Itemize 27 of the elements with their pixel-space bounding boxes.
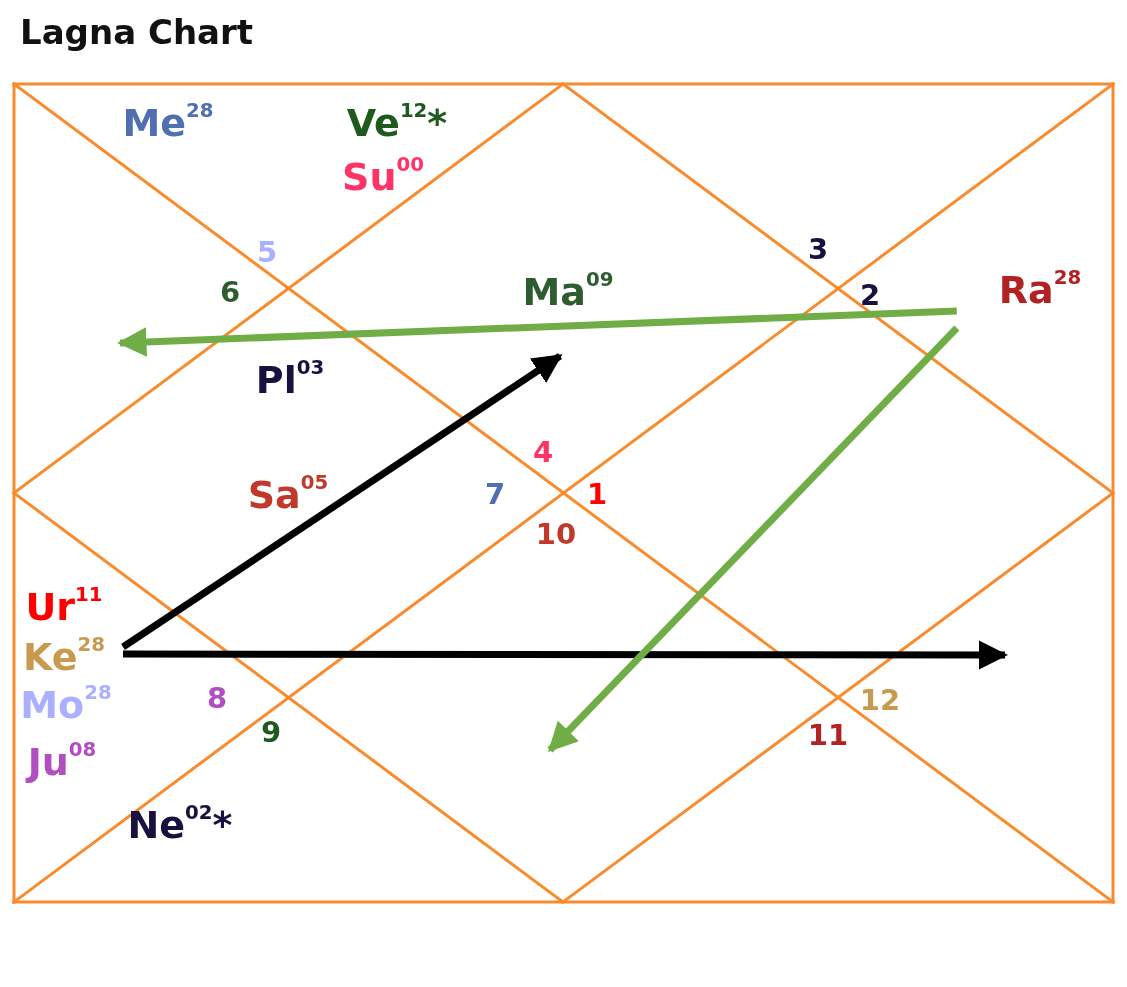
house-number: 6 bbox=[219, 277, 241, 307]
planet-label: Ju$^{08}$ bbox=[27, 743, 97, 781]
chart-title: Lagna Chart bbox=[20, 12, 254, 52]
house-number: 11 bbox=[807, 720, 849, 750]
planet-label: Ke$^{28}$ bbox=[23, 638, 105, 676]
house-number: 8 bbox=[206, 683, 228, 713]
house-number: 5 bbox=[256, 237, 278, 267]
planet-label: Ve$^{12}$* bbox=[346, 104, 448, 142]
house-number: 4 bbox=[532, 437, 554, 467]
planet-label: Me$^{28}$ bbox=[122, 104, 214, 142]
planet-label: Sa$^{05}$ bbox=[247, 476, 329, 514]
planet-label: Ur$^{11}$ bbox=[25, 588, 103, 626]
arrow bbox=[121, 353, 563, 650]
house-number: 1 bbox=[586, 479, 608, 509]
planet-label: Mo$^{28}$ bbox=[20, 686, 112, 724]
house-number: 7 bbox=[484, 479, 506, 509]
house-number: 12 bbox=[859, 685, 901, 715]
house-number: 10 bbox=[535, 519, 577, 549]
planet-label: Pl$^{03}$ bbox=[255, 361, 325, 399]
planet-label: Ma$^{09}$ bbox=[522, 273, 614, 311]
planet-label: Ra$^{28}$ bbox=[998, 271, 1082, 309]
arrow bbox=[547, 325, 960, 753]
house-number: 2 bbox=[859, 280, 881, 310]
planet-label: Ne$^{02}$* bbox=[127, 806, 233, 844]
house-number: 3 bbox=[807, 234, 829, 264]
house-number: 9 bbox=[260, 717, 282, 747]
planet-label: Su$^{00}$ bbox=[342, 158, 424, 196]
